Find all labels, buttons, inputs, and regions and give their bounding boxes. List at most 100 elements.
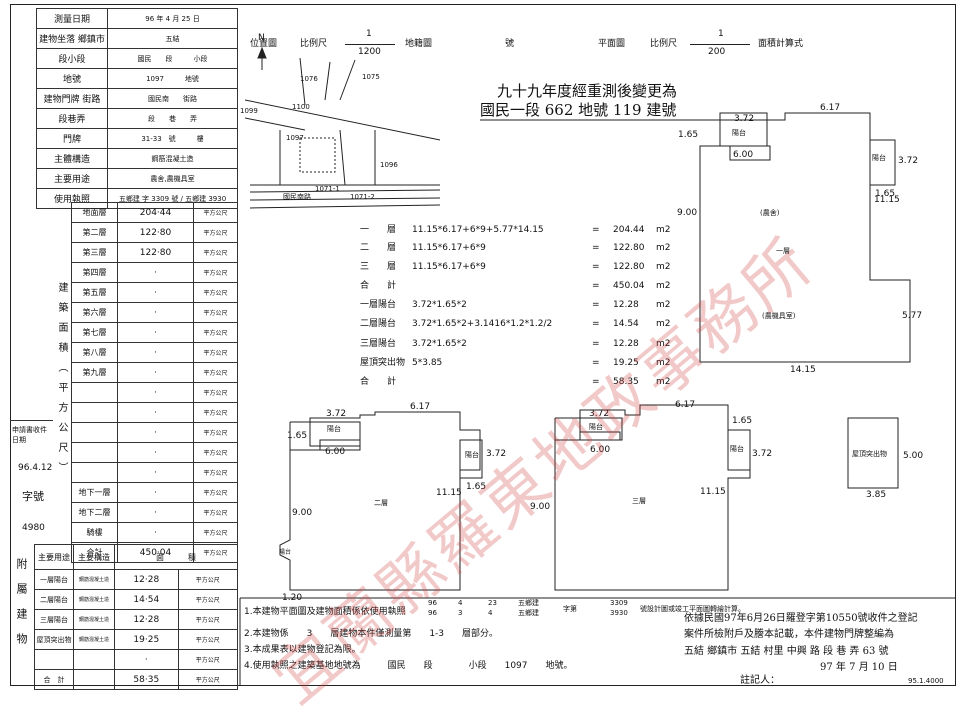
second-floor-dim: 9.00 [292,508,313,518]
application-box: 申請書收件日期 96.4.12 字號 4980 [10,420,53,543]
calc-label: 一層陽台 [360,300,397,310]
calc-unit: m2 [656,339,671,349]
first-floor-dim: 1.65 [678,130,699,140]
second-floor-dim: 6.00 [325,447,346,457]
calc-equals: = [592,358,600,368]
calc-label: 三層陽台 [360,339,397,349]
land-map-label: 地籍圖 [405,39,433,49]
calc-label: 屋頂突出物 [360,358,406,368]
note-date-d: 23 [488,599,497,607]
floor-row: ·平方公尺 [71,382,238,403]
notice-line-2: 國民一段 662 地號 119 建號 [480,101,677,119]
annex-row: ·平方公尺 [34,649,239,670]
calc-formula: 11.15*6.17+6*9 [412,262,486,272]
calc-equals: = [592,300,600,310]
floor-row: 第八層·平方公尺 [71,342,238,363]
calc-equals: = [592,243,600,253]
calc-formula: 3.72*1.65*2 [412,300,467,310]
third-balcony-right: 陽台 [730,445,744,453]
calc-formula: 3.72*1.65*2+3.1416*1.2*1.2/2 [412,319,553,329]
plan-label: 平面圖 [598,39,626,49]
calc-unit: m2 [656,358,671,368]
calc-result: 122.80 [613,262,645,272]
first-balcony: 陽台 [732,129,746,137]
calc-label: 合 計 [360,281,397,291]
first-floor-dim: 5.77 [902,311,923,321]
third-balcony: 陽台 [589,423,603,431]
floor-unit: 平方公尺 [193,502,238,523]
north-label: N [258,33,265,43]
calc-equals: = [592,281,600,291]
floor-row: ·平方公尺 [71,422,238,443]
scale-bar-1 [345,44,395,45]
calc-label: 合 計 [360,377,397,387]
parcel-1071-1: 1071-1 [315,185,340,193]
calc-formula: 11.15*6.17+6*9 [412,243,486,253]
form-code: 95.1.4000 [908,677,944,685]
calc-equals: = [592,339,600,349]
note-zi: 字第 [563,605,577,613]
first-floor-dim: 9.00 [677,208,698,218]
floor-unit: 平方公尺 [193,242,238,263]
recorder-label: 註記人： [740,675,780,686]
note-date-y: 96 [428,599,437,607]
calc-formula: 3.72*1.65*2 [412,339,467,349]
roof-room: 屋頂突出物 [852,450,887,458]
registration-line-4: 97 年 7 月 10 日 [820,662,898,673]
road-label: 國民南路 [283,193,311,201]
calc-unit: m2 [656,262,671,272]
calc-equals: = [592,319,600,329]
third-floor-dim: 6.17 [675,400,696,410]
note-ref2: 五鄉建 [518,609,539,617]
calc-equals: = [592,377,600,387]
third-floor-dim: 6.00 [590,445,611,455]
third-floor-dim: 3.72 [589,409,610,419]
note-date-y2: 96 [428,609,437,617]
area-calc-label: 面積計算式 [758,39,804,49]
second-floor-dim: 6.17 [410,402,431,412]
calc-unit: m2 [656,300,671,310]
calc-unit: m2 [656,281,671,291]
calc-formula: 5*3.85 [412,358,443,368]
calc-result: 14.54 [613,319,639,329]
note-ref1: 五鄉建 [518,599,539,607]
scale-num-2: 1 [718,29,724,39]
floor-row: ·平方公尺 [71,402,238,423]
parcel-1100: 1100 [292,103,310,111]
registration-line-3: 五結 鄉鎮市 五結 村里 中興 路 段 巷 弄 63 號 [684,646,889,657]
second-floor-dim: 1.65 [466,482,487,492]
first-floor-dim: 6.00 [733,150,754,160]
first-balcony-right: 陽台 [872,154,886,162]
third-floor-dim: 11.15 [700,487,726,497]
calc-result: 58.35 [613,377,639,387]
second-floor-dim: 3.72 [486,449,507,459]
drawing-lines [239,46,956,686]
third-floor-dim: 3.72 [752,449,773,459]
scale-label-2: 比例尺 [650,39,678,49]
floor-row: 地下一層·平方公尺 [71,482,238,503]
second-floor-dim: 1.65 [287,431,308,441]
scale-label-1: 比例尺 [300,39,328,49]
second-floor-dim: 11.15 [436,488,462,498]
floor-row: 地下二層·平方公尺 [71,502,238,523]
scale-bar-2 [690,44,750,45]
calc-label: 三 層 [360,262,397,272]
parcel-1075: 1075 [362,73,380,81]
info-row: 段小段國民 段 小段 [36,48,238,69]
second-room: 二層 [374,499,388,507]
third-floor-dim: 1.65 [732,416,753,426]
annex-struct: 鋼筋混凝土造 [73,609,115,630]
roof-dim: 5.00 [903,451,924,461]
calc-formula: 11.15*6.17+6*9+5.77*14.15 [412,225,544,235]
note-2: 2.本建物係 3 層建物本件僅測量第 1-3 層部分。 [244,629,499,639]
note-1: 1.本建物平面圖及建物面積係依使用執照 [244,607,406,617]
document-frame [10,4,956,686]
calc-equals: = [592,225,600,235]
note-no1: 3309 [610,599,628,607]
calc-unit: m2 [656,319,671,329]
